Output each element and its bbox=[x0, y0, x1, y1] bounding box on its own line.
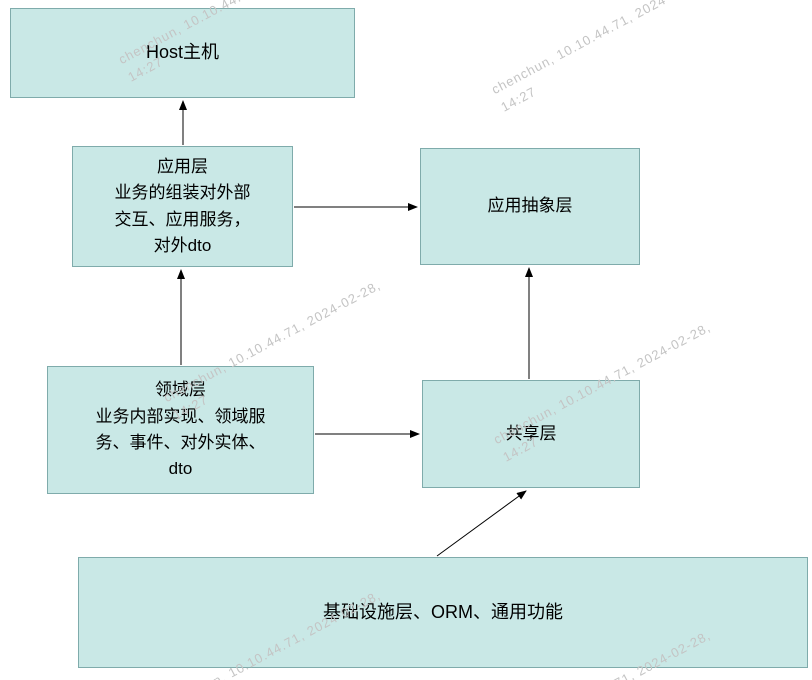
node-infrastructure-layer: 基础设施层、ORM、通用功能 bbox=[78, 557, 808, 668]
node-application-layer-label: 应用层 业务的组装对外部 交互、应用服务， 对外dto bbox=[114, 156, 251, 255]
node-application-abstraction-layer-label: 应用抽象层 bbox=[487, 196, 573, 216]
node-host: Host主机 bbox=[10, 8, 355, 98]
watermark-text: chenchun, 10.10.44.71, 2024-02-28, 14:27 bbox=[488, 0, 711, 115]
node-infrastructure-layer-label: 基础设施层、ORM、通用功能 bbox=[323, 601, 563, 622]
node-application-abstraction-layer: 应用抽象层 bbox=[420, 148, 640, 265]
node-domain-layer: 领域层 业务内部实现、领域服 务、事件、对外实体、 dto bbox=[47, 366, 314, 494]
node-shared-layer-label: 共享层 bbox=[505, 423, 557, 443]
node-application-layer: 应用层 业务的组装对外部 交互、应用服务， 对外dto bbox=[72, 146, 293, 267]
arrow-infrastructure-to-shared bbox=[436, 490, 527, 557]
node-domain-layer-label: 领域层 业务内部实现、领域服 务、事件、对外实体、 dto bbox=[95, 380, 266, 479]
node-host-label: Host主机 bbox=[145, 42, 219, 63]
node-shared-layer: 共享层 bbox=[422, 380, 640, 488]
